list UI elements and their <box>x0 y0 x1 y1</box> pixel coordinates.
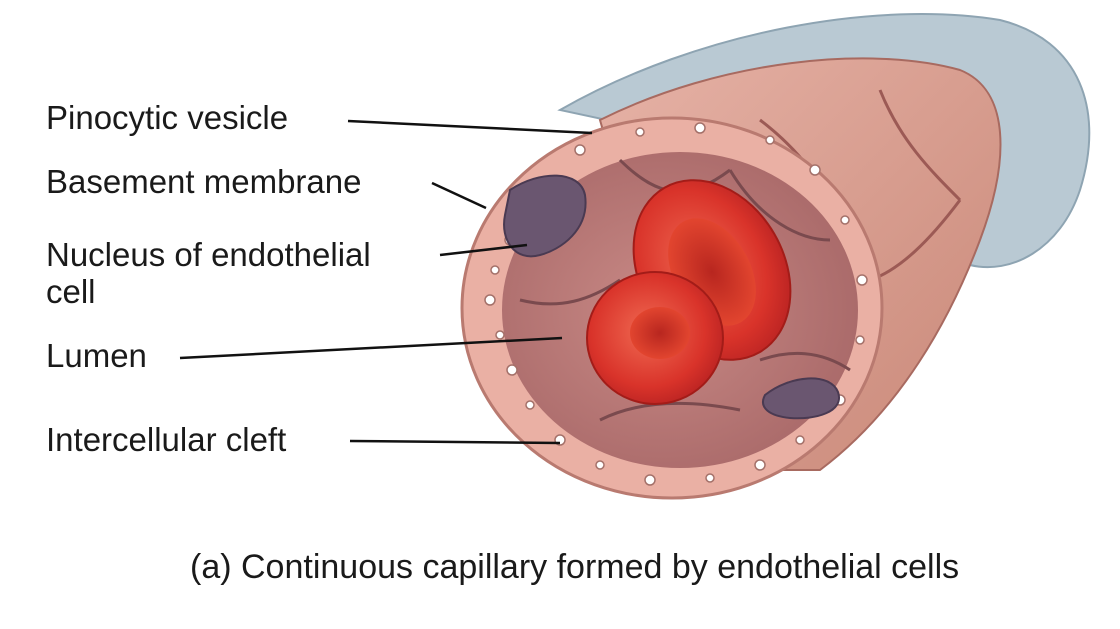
leader-nucleus <box>439 243 528 257</box>
nucleus-left <box>503 174 587 258</box>
label-pinocytic-vesicle: Pinocytic vesicle <box>46 99 289 136</box>
red-blood-cell-front <box>586 271 724 405</box>
figure-caption: (a) Continuous capillary formed by endot… <box>190 548 960 586</box>
label-lumen: Lumen <box>46 337 147 374</box>
label-basement-membrane: Basement membrane <box>46 163 362 200</box>
label-nucleus-line1: Nucleus of endothelial <box>46 236 371 273</box>
leader-intercellular-cleft <box>349 439 561 445</box>
leader-lumen <box>179 336 563 360</box>
label-nucleus-line2: cell <box>46 273 96 310</box>
nucleus-lower-right <box>762 377 841 420</box>
leader-pinocytic-vesicle <box>347 119 593 135</box>
leader-lines <box>179 119 593 445</box>
label-intercellular-cleft: Intercellular cleft <box>46 421 287 458</box>
leader-basement-membrane <box>431 181 487 210</box>
